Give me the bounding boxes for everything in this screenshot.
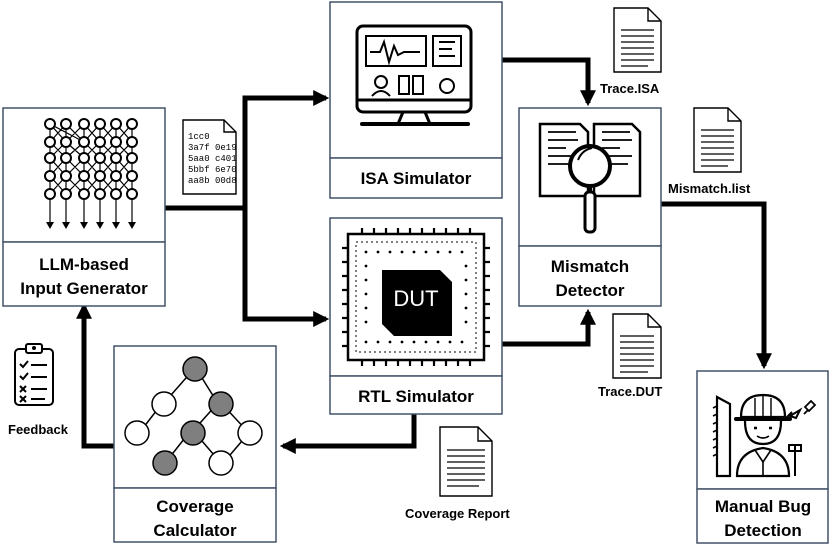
mismatch-list-label: Mismatch.list (668, 181, 751, 196)
arrow-rtl-to-coverage (279, 414, 417, 455)
coverage-report-label: Coverage Report (405, 506, 510, 521)
mismatch-detector-label-line1: Mismatch (551, 257, 629, 276)
llm-generator-label-line1: LLM-based (39, 255, 129, 274)
arrow-detector-to-manual (661, 201, 773, 370)
clipboard-checklist-icon (14, 343, 54, 406)
engineer-icon (712, 393, 817, 478)
hex-line-5: aa8b 00d8 (188, 176, 237, 186)
llm-generator-label-line2: Input Generator (20, 279, 148, 298)
neural-network-icon (44, 118, 138, 229)
trace-isa-document-icon (613, 7, 662, 73)
hex-input-file: 1cc0 3a7f 0e19 5aa0 c401 5bbf 6e70 aa8b … (182, 119, 237, 195)
coverage-calculator-label-line2: Calculator (153, 521, 237, 540)
chip-icon: DUT (342, 228, 490, 366)
arrow-rtl-to-detector (502, 308, 597, 347)
coverage-report-document-icon (439, 426, 493, 497)
hex-line-1: 1cc0 (188, 132, 210, 142)
arrow-generator-to-isa (165, 89, 330, 211)
mismatch-detector-label-line2: Detector (556, 281, 625, 300)
magnifier-documents-icon (538, 122, 642, 234)
manual-bug-label-line2: Detection (724, 521, 801, 540)
arrow-isa-to-detector (502, 57, 597, 107)
isa-simulator-box: ISA Simulator (329, 1, 503, 199)
manual-bug-label-line1: Manual Bug (715, 497, 811, 516)
llm-generator-box: LLM-based Input Generator (2, 107, 166, 307)
hex-line-2: 3a7f 0e19 (188, 143, 237, 153)
monitor-icon (355, 24, 473, 126)
dut-die (382, 270, 452, 336)
feedback-label: Feedback (8, 422, 69, 437)
arrow-generator-to-rtl (242, 208, 330, 328)
hex-line-4: 5bbf 6e70 (188, 165, 237, 175)
trace-dut-label: Trace.DUT (598, 384, 662, 399)
mismatch-list-document-icon (693, 107, 742, 173)
rtl-simulator-box: DUT RTL Simulator (329, 217, 503, 415)
trace-dut-document-icon (612, 313, 662, 379)
arrow-coverage-to-generator (75, 302, 114, 449)
coverage-calculator-box: Coverage Calculator (113, 345, 277, 543)
mismatch-detector-box: Mismatch Detector (518, 107, 662, 307)
rtl-simulator-label: RTL Simulator (358, 387, 474, 406)
coverage-calculator-label-line1: Coverage (156, 497, 233, 516)
graph-tree-icon (124, 356, 263, 476)
isa-simulator-label: ISA Simulator (361, 169, 472, 188)
trace-isa-label: Trace.ISA (600, 81, 660, 96)
dut-label: DUT (393, 286, 438, 311)
connector-arrows (75, 57, 773, 455)
hex-line-3: 5aa0 c401 (188, 154, 237, 164)
manual-bug-detection-box: Manual Bug Detection (696, 370, 829, 544)
